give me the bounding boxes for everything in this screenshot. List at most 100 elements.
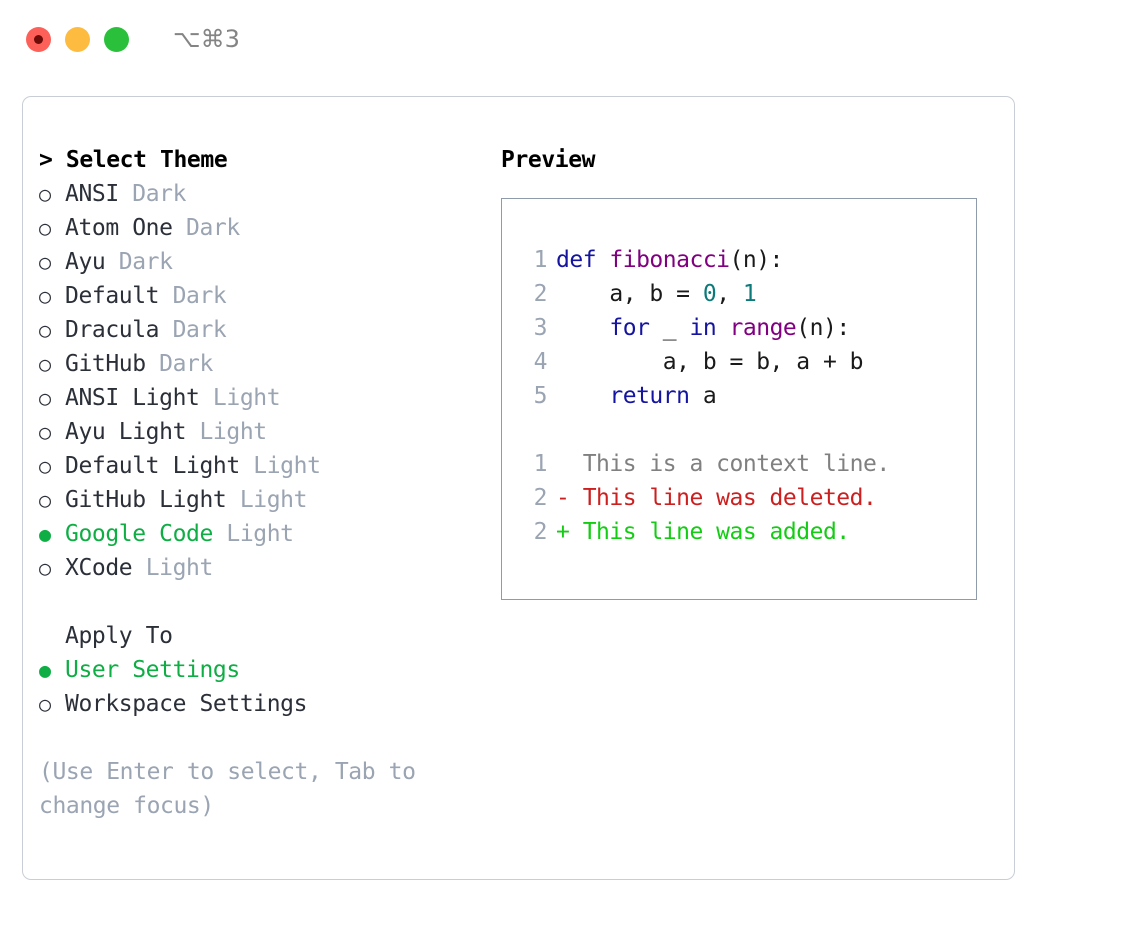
theme-label: Default: [65, 283, 160, 309]
apply-to-option[interactable]: ● User Settings: [39, 653, 489, 687]
theme-variant-tag: Light: [212, 521, 294, 547]
theme-label: Dracula: [65, 317, 160, 343]
token-num: 0: [702, 281, 717, 307]
theme-option[interactable]: ○ Dracula Dark: [39, 313, 489, 347]
apply-to-option-list: ● User Settings ○ Workspace Settings: [39, 653, 489, 721]
token-plain: a: [689, 383, 717, 409]
line-number: 2: [533, 485, 548, 511]
radio-unselected-icon: ○: [39, 318, 51, 342]
theme-label: Ayu: [65, 249, 106, 275]
spacer: [517, 413, 976, 447]
diff-line: 2+ This line was added.: [517, 515, 976, 549]
radio-unselected-icon: ○: [39, 420, 51, 444]
code-text: This is a context line.: [547, 447, 890, 481]
radio-unselected-icon: ○: [39, 556, 51, 580]
theme-label: ANSI Light: [65, 385, 200, 411]
token-fn: range: [729, 315, 797, 341]
code-text: a, b = 0, 1: [547, 277, 756, 311]
theme-variant-tag: Dark: [159, 317, 227, 343]
code-text: - This line was deleted.: [547, 481, 877, 515]
theme-option[interactable]: ○GitHub Light Light: [39, 483, 489, 517]
code-line: 3 for _ in range(n):: [517, 311, 976, 345]
theme-option[interactable]: ○ Atom One Dark: [39, 211, 489, 245]
radio-unselected-icon: ○: [39, 488, 51, 512]
theme-option[interactable]: ○Default Light Light: [39, 449, 489, 483]
token-ctx: This is a context line.: [556, 451, 890, 477]
theme-picker-column: > Select Theme ○ANSI Dark○Atom One Dark○…: [39, 143, 489, 823]
theme-variant-tag: Dark: [105, 249, 173, 275]
spacer: [39, 585, 489, 619]
line-number: 2: [533, 519, 548, 545]
theme-option[interactable]: ○ Default Dark: [39, 279, 489, 313]
theme-label: GitHub Light: [65, 487, 227, 513]
line-number: 1: [533, 451, 548, 477]
radio-unselected-icon: ○: [39, 182, 51, 206]
token-plain: [556, 315, 609, 341]
radio-selected-icon: ●: [39, 522, 51, 546]
theme-option[interactable]: ○XCode Light: [39, 551, 489, 585]
token-kw: in: [689, 315, 717, 341]
theme-variant-tag: Dark: [159, 283, 227, 309]
diff-line: 1 This is a context line.: [517, 447, 976, 481]
code-line: 4 a, b = b, a + b: [517, 345, 976, 379]
token-del: - This line was deleted.: [556, 485, 877, 511]
code-line: 5 return a: [517, 379, 976, 413]
zoom-button[interactable]: [104, 26, 129, 52]
main-panel: > Select Theme ○ANSI Dark○Atom One Dark○…: [22, 96, 1015, 880]
theme-variant-tag: Light: [199, 385, 281, 411]
theme-option[interactable]: ○ GitHub Dark: [39, 347, 489, 381]
theme-label: Atom One: [65, 215, 173, 241]
code-text: def fibonacci(n):: [547, 243, 783, 277]
radio-unselected-icon: ○: [39, 216, 51, 240]
keyboard-shortcut-label: ⌥⌘3: [173, 25, 240, 53]
radio-unselected-icon: ○: [39, 352, 51, 376]
close-button[interactable]: [26, 26, 51, 52]
theme-label: Google Code: [65, 521, 213, 547]
token-plain: (n):: [729, 247, 784, 273]
line-number: 1: [533, 247, 548, 273]
keyboard-hint-text: (Use Enter to select, Tab to change focu…: [39, 759, 416, 819]
radio-unselected-icon: ○: [39, 284, 51, 308]
token-plain: [716, 315, 729, 341]
code-text: for _ in range(n):: [547, 311, 850, 345]
diff-line: 2 - This line was deleted.: [517, 481, 976, 515]
theme-option[interactable]: ○ Ayu Dark: [39, 245, 489, 279]
token-plain: [556, 383, 609, 409]
theme-variant-tag: Dark: [172, 215, 240, 241]
apply-to-option[interactable]: ○ Workspace Settings: [39, 687, 489, 721]
radio-selected-icon: ●: [39, 658, 51, 682]
theme-label: Ayu Light: [65, 419, 187, 445]
token-plain: _: [649, 315, 690, 341]
token-plain: a, b = b, a + b: [556, 349, 864, 375]
theme-option[interactable]: ○ ANSI Dark: [39, 177, 489, 211]
theme-label: GitHub: [65, 351, 146, 377]
token-plain: ,: [716, 281, 743, 307]
radio-unselected-icon: ○: [39, 692, 51, 716]
apply-to-label: Workspace Settings: [65, 691, 308, 717]
radio-unselected-icon: ○: [39, 250, 51, 274]
token-kw: def: [556, 247, 610, 273]
theme-option[interactable]: ○ANSI Light Light: [39, 381, 489, 415]
line-number: 4: [533, 349, 548, 375]
line-number: 5: [533, 383, 548, 409]
theme-label: XCode: [65, 555, 133, 581]
apply-to-label: User Settings: [65, 657, 240, 683]
theme-option[interactable]: ○Ayu Light Light: [39, 415, 489, 449]
token-kw: for: [609, 315, 650, 341]
theme-label: ANSI: [65, 181, 119, 207]
token-plain: (n):: [796, 315, 850, 341]
token-plain: a, b =: [556, 281, 703, 307]
theme-variant-tag: Dark: [145, 351, 213, 377]
theme-variant-tag: Dark: [118, 181, 187, 207]
diff-sample: 1 This is a context line. 2 - This line wa…: [517, 447, 976, 549]
theme-option[interactable]: ● Google Code Light: [39, 517, 489, 551]
token-num: 1: [742, 281, 757, 307]
token-fn: fibonacci: [609, 247, 730, 273]
minimize-button[interactable]: [65, 26, 90, 52]
apply-to-heading: Apply To: [65, 623, 173, 649]
